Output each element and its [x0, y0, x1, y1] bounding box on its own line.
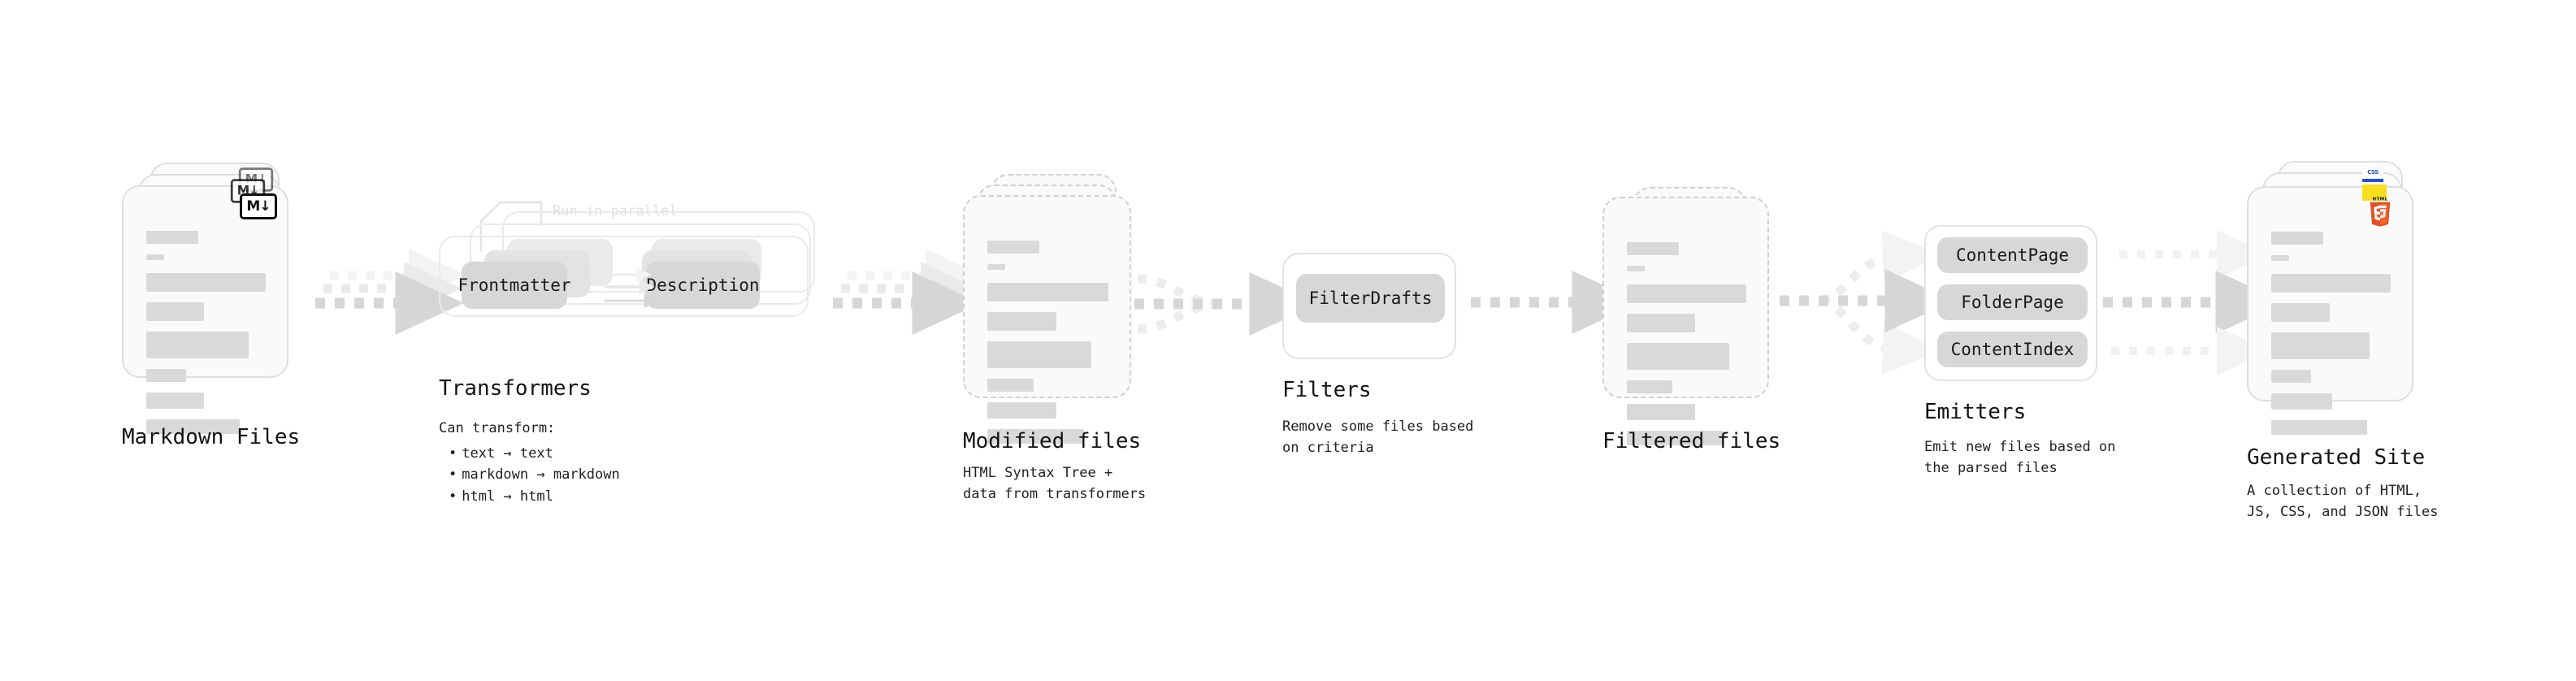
html5-icon: HTML [2370, 197, 2391, 227]
filtered-card-front [1602, 197, 1769, 445]
stage-title-transformers: Transformers [439, 376, 592, 401]
transformers-internal-arrows [605, 267, 660, 308]
run-in-parallel-label: Run in parallel [553, 203, 678, 219]
filters-subtitle: Remove some files based on criteria [1282, 419, 1474, 456]
svg-text:HTML: HTML [2372, 197, 2387, 202]
connector-filtered-to-emitters [1780, 230, 1954, 375]
markdown-card-content-lines [146, 231, 266, 445]
filters-group-box: FilterDrafts [1282, 253, 1456, 359]
stage-title-emitters: Emitters [1924, 400, 2027, 424]
connector-modified-to-filters [1134, 272, 1318, 336]
filter-chip-filterdrafts[interactable]: FilterDrafts [1296, 274, 1445, 323]
emitters-subtitle: Emit new files based on the parsed files [1924, 439, 2116, 476]
site-card-front [2247, 186, 2413, 435]
css3-icon: CSS [2362, 169, 2383, 182]
stage-title-filtered-files: Filtered files [1602, 429, 1781, 453]
transformers-bullet-0: •text → text [449, 445, 553, 462]
emitter-chip-contentindex[interactable]: ContentIndex [1937, 332, 2088, 367]
connector-md-to-transformers [315, 249, 467, 335]
emitters-group-box: ContentPage FolderPage ContentIndex [1924, 225, 2097, 381]
connector-transformers-to-modified [833, 249, 984, 335]
stage-title-modified-files: Modified files [963, 429, 1142, 453]
modified-files-subtitle: HTML Syntax Tree + data from transformer… [963, 465, 1147, 502]
filtered-card-content-lines [1627, 242, 1746, 456]
generated-site-subtitle: A collection of HTML, JS, CSS, and JSON … [2247, 483, 2439, 520]
site-card-content-lines [2271, 232, 2391, 445]
transformers-box-front [439, 236, 809, 317]
transformer-chip-frontmatter[interactable]: Frontmatter [458, 262, 571, 309]
transformers-bullet-1: •markdown → markdown [449, 466, 620, 484]
markdown-icon: M↓ [240, 193, 277, 219]
emitter-chip-contentpage[interactable]: ContentPage [1937, 237, 2088, 273]
transformers-bullet-2: •html → html [449, 488, 553, 505]
stage-title-generated-site: Generated Site [2247, 445, 2426, 470]
transformer-chip-description[interactable]: Description [646, 262, 760, 309]
modified-card-front [963, 195, 1131, 444]
connector-emitters-to-site [2103, 230, 2284, 375]
modified-card-content-lines [987, 241, 1108, 454]
transformers-bullet-list: •text → text •markdown → markdown •html … [449, 443, 620, 507]
stage-title-filters: Filters [1282, 378, 1372, 402]
transformers-subtitle: Can transform: [439, 420, 556, 436]
javascript-icon [2362, 184, 2387, 201]
stage-title-markdown-files: Markdown Files [122, 425, 301, 449]
emitter-chip-folderpage[interactable]: FolderPage [1937, 284, 2088, 320]
